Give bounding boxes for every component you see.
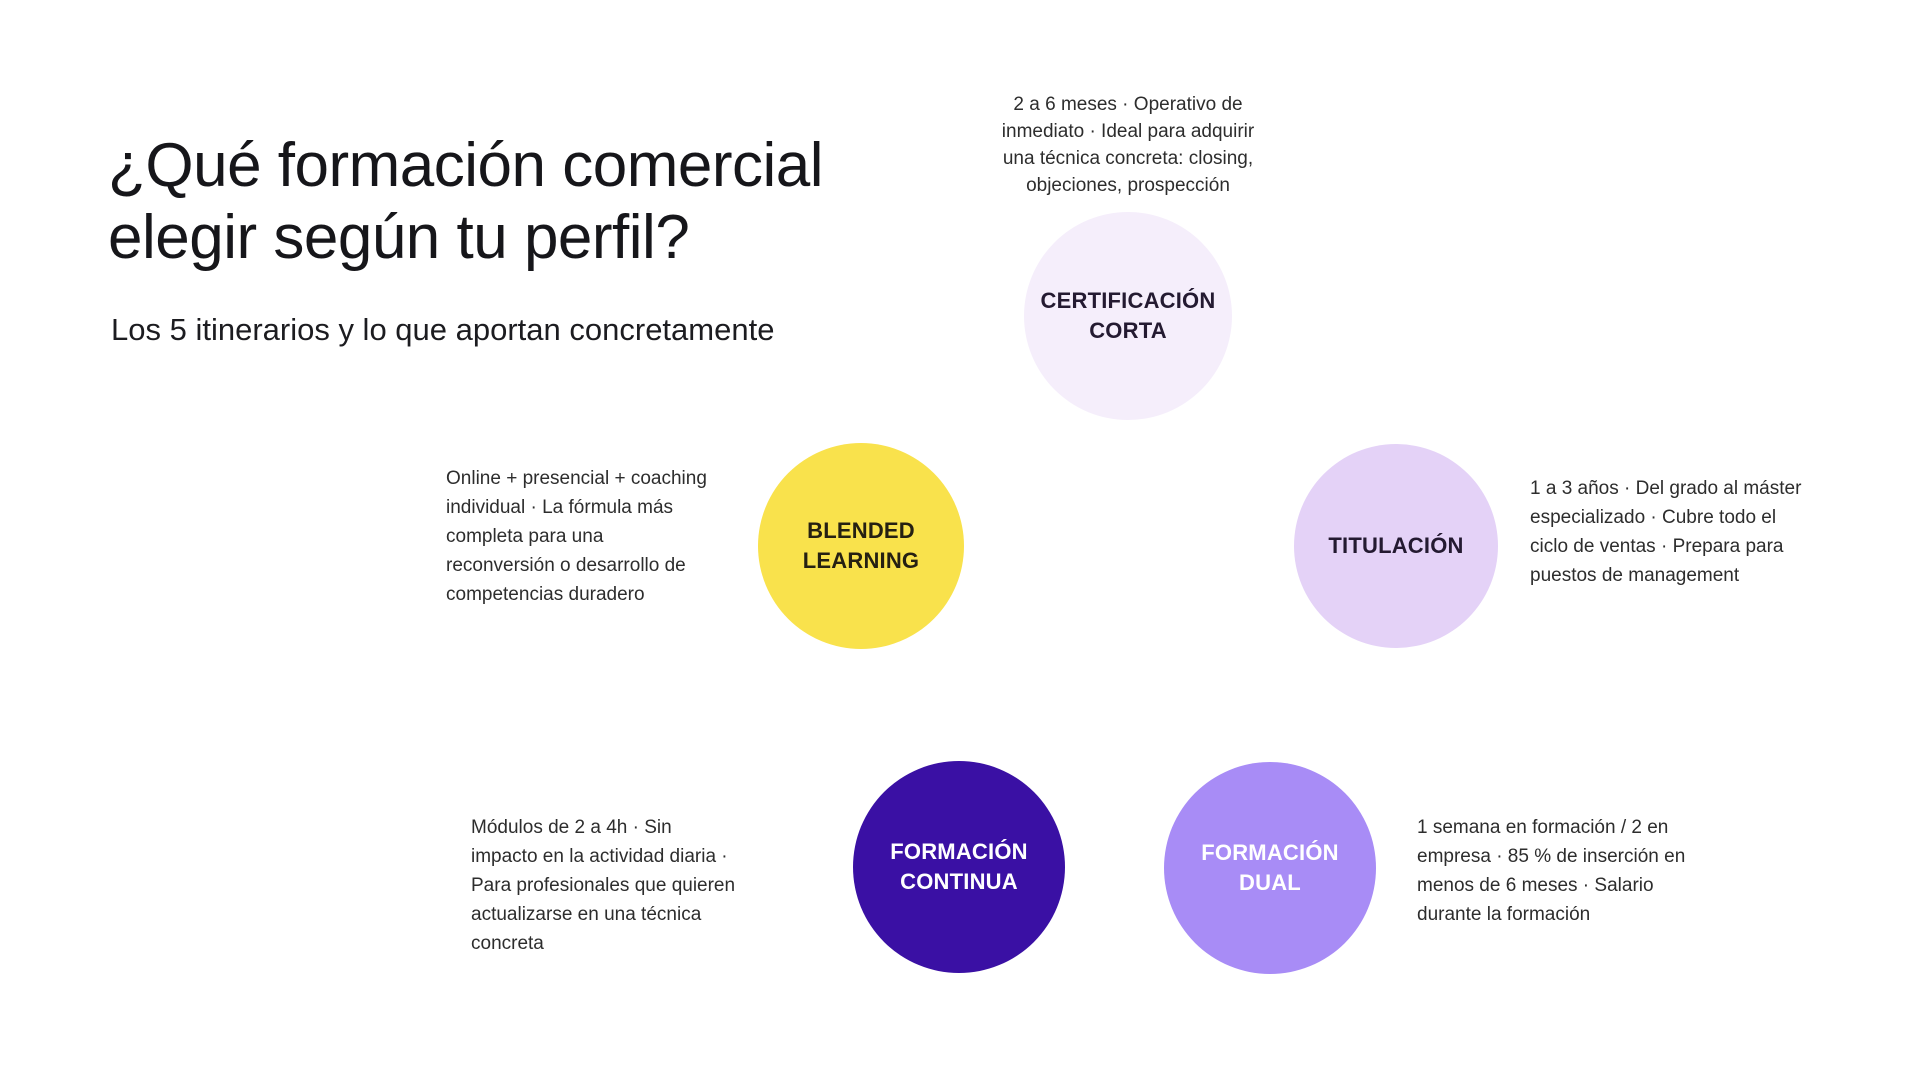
itinerary-circle-titulacion: TITULACIÓN xyxy=(1294,444,1498,648)
circle-label-formacion-continua: FORMACIÓN CONTINUA xyxy=(890,839,1028,894)
itinerary-description-blended-learning: Online + presencial + coaching individua… xyxy=(446,468,707,605)
circle-label-formacion-dual: FORMACIÓN DUAL xyxy=(1201,840,1339,895)
itinerary-description-formacion-continua: Módulos de 2 a 4h · Sin impacto en la ac… xyxy=(471,817,736,954)
circle-label-certificacion-corta: CERTIFICACIÓN CORTA xyxy=(1040,288,1216,343)
itinerary-circle-certificacion-corta: CERTIFICACIÓN CORTA xyxy=(1024,212,1232,420)
itinerary-circle-blended-learning: BLENDED LEARNING xyxy=(758,443,964,649)
page-subtitle: Los 5 itinerarios y lo que aportan concr… xyxy=(111,312,775,347)
itinerary-circle-formacion-continua: FORMACIÓN CONTINUA xyxy=(853,761,1065,973)
circle-label-blended-learning: BLENDED LEARNING xyxy=(802,518,920,573)
itinerary-description-titulacion: 1 a 3 años · Del grado al máster especia… xyxy=(1530,478,1802,586)
itinerary-description-certificacion-corta: 2 a 6 meses · Operativo de inmediato · I… xyxy=(1001,94,1255,196)
itinerary-description-formacion-dual: 1 semana en formación / 2 en empresa · 8… xyxy=(1417,817,1686,925)
itinerary-circle-formacion-dual: FORMACIÓN DUAL xyxy=(1164,762,1376,974)
page-title: ¿Qué formación comercial elegir según tu… xyxy=(108,131,824,272)
circle-label-titulacion: TITULACIÓN xyxy=(1328,533,1464,558)
